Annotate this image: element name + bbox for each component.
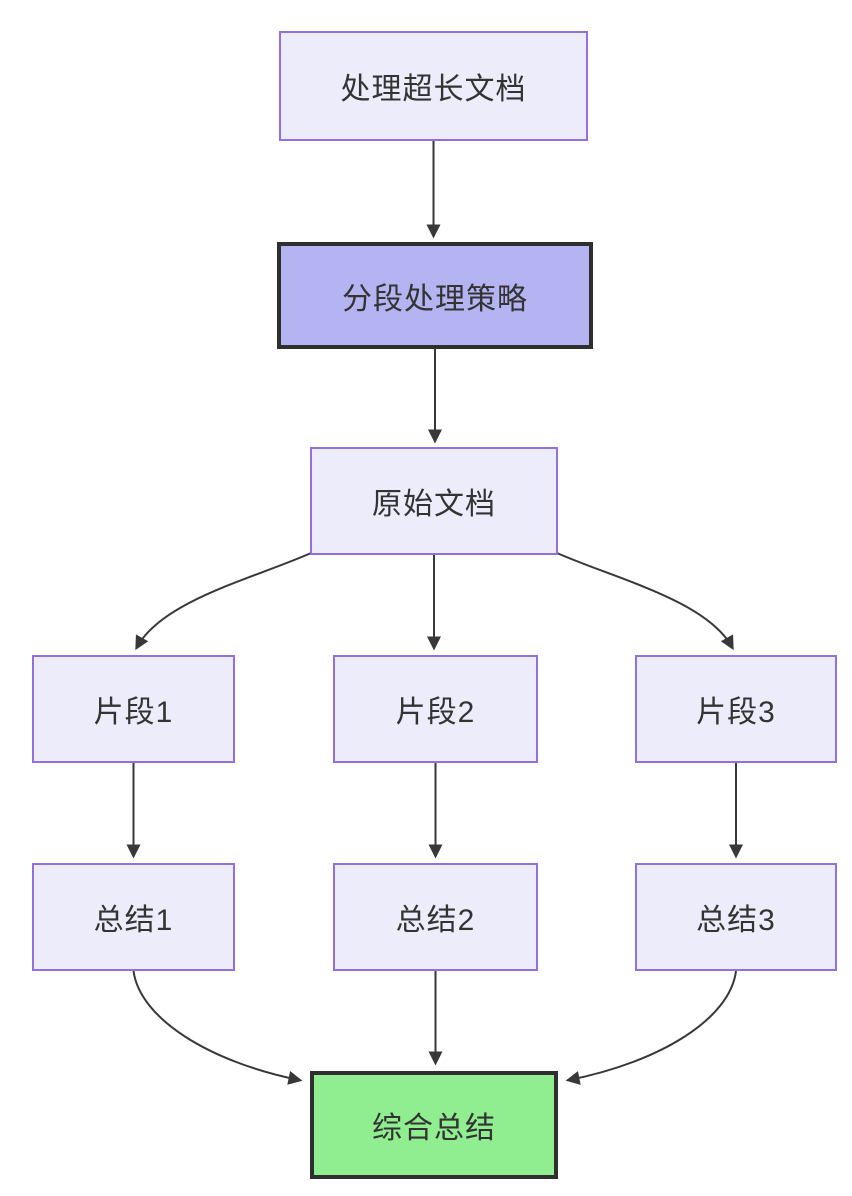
edge-E1-F xyxy=(132,970,303,1085)
node-summary-3: 总结3 xyxy=(635,863,837,971)
node-label: 总结3 xyxy=(696,904,776,937)
node-fragment-3: 片段3 xyxy=(635,655,837,763)
node-combined-summary: 综合总结 xyxy=(310,1071,558,1179)
node-label: 分段处理策略 xyxy=(342,282,528,316)
node-label: 片段1 xyxy=(93,696,174,729)
node-label: 原始文档 xyxy=(372,488,496,521)
edge-E3-F xyxy=(565,970,737,1085)
node-label: 处理超长文档 xyxy=(340,73,527,106)
node-label: 总结2 xyxy=(395,904,476,937)
node-process-long-document: 处理超长文档 xyxy=(279,31,588,141)
node-label: 片段2 xyxy=(395,696,476,729)
node-summary-1: 总结1 xyxy=(32,863,235,971)
edge-C-D1 xyxy=(135,552,312,651)
node-summary-2: 总结2 xyxy=(333,863,538,971)
node-label: 片段3 xyxy=(696,696,776,729)
edge-C-D3 xyxy=(556,552,734,651)
node-fragment-2: 片段2 xyxy=(333,655,538,763)
node-segmentation-strategy: 分段处理策略 xyxy=(277,242,593,349)
node-label: 总结1 xyxy=(93,904,174,937)
node-label: 综合总结 xyxy=(372,1112,496,1145)
node-fragment-1: 片段1 xyxy=(32,655,235,763)
node-original-document: 原始文档 xyxy=(310,447,558,555)
